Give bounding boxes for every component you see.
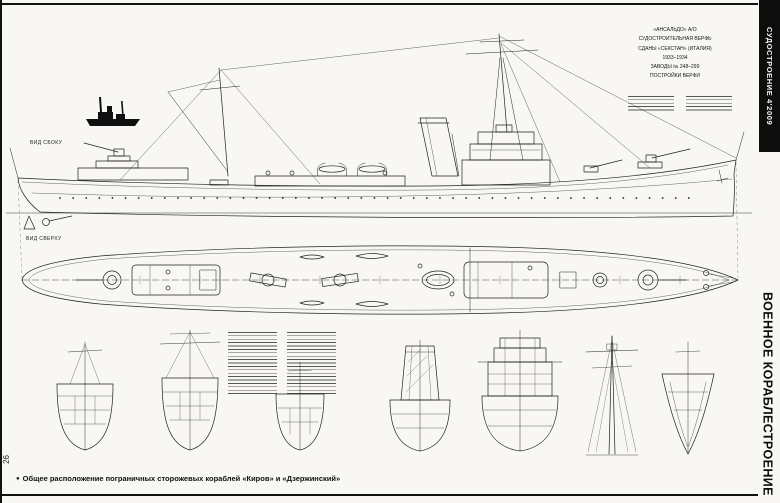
ship-silhouette <box>86 97 140 126</box>
top-rule <box>0 3 758 5</box>
title-block-line: «АНСАЛЬДО» А/О <box>653 27 697 33</box>
micro-text-block <box>628 96 674 112</box>
cross-sections <box>56 329 715 456</box>
micro-text-block <box>686 96 732 112</box>
plan-view-drawing <box>21 245 739 315</box>
section-title-container: ВОЕННОЕ КОРАБЛЕСТРОЕНИЕ <box>755 288 780 500</box>
station-connectors <box>17 161 739 279</box>
caption-text: Общее расположение пограничных сторожевы… <box>22 474 341 483</box>
legend-column <box>287 332 336 394</box>
title-block-line: ЗАВОДЫ № 248–299 <box>650 64 700 70</box>
page-number: 26 <box>2 455 11 464</box>
left-edge-rule <box>0 0 2 503</box>
figure-caption: ●Общее расположение пограничных сторожев… <box>16 474 486 483</box>
journal-header: СУДОСТРОЕНИЕ 4'2009 <box>765 26 774 126</box>
caption-bullet-icon: ● <box>16 476 20 482</box>
title-block-line: СДАНЫ «СЕКСТАН» (ИТАЛИЯ) <box>638 45 712 52</box>
legend-text-block <box>228 332 336 394</box>
journal-edge-bar: СУДОСТРОЕНИЕ 4'2009 <box>759 0 780 152</box>
side-view-drawing <box>5 33 753 230</box>
title-block: «АНСАЛЬДО» А/О СУДОСТРОИТЕЛЬНАЯ ВЕРФЬ СД… <box>612 26 738 82</box>
title-block-line: СУДОСТРОИТЕЛЬНАЯ ВЕРФЬ <box>638 36 712 43</box>
section-title: ВОЕННОЕ КОРАБЛЕСТРОЕНИЕ <box>760 292 775 496</box>
title-block-line: ПОСТРОЙКИ ВЕРФИ <box>650 73 700 80</box>
side-view-label: ВИД СБОКУ <box>30 140 63 146</box>
bottom-rule <box>0 494 758 496</box>
signature-text-blocks <box>628 96 732 112</box>
legend-column <box>228 332 277 394</box>
top-view-label: ВИД СВЕРХУ <box>26 236 62 242</box>
title-block-line: 1933–1934 <box>662 54 688 61</box>
